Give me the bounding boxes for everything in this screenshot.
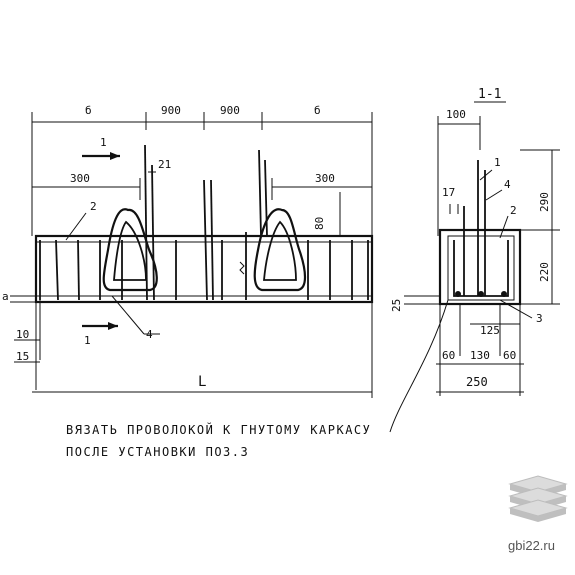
dim-220: 220 xyxy=(538,262,551,282)
dim-a: а xyxy=(2,290,9,303)
front-view: б 900 900 б 300 300 80 xyxy=(2,104,374,398)
dim-10: 10 xyxy=(16,328,29,341)
dim-17: 17 xyxy=(442,186,455,199)
pos-21: 21 xyxy=(158,158,171,171)
dim-125: 125 xyxy=(480,324,500,337)
section-view: 1-1 100 290 220 25 17 xyxy=(390,87,560,396)
stirrups xyxy=(39,232,369,301)
dim-top-b-right: б xyxy=(314,104,321,117)
section-mark-top: 1 xyxy=(82,136,120,160)
dim-60-right: 60 xyxy=(503,349,516,362)
watermark: gbi22.ru xyxy=(508,475,568,553)
svg-text:1: 1 xyxy=(100,136,107,149)
dim-top-900-left: 900 xyxy=(161,104,181,117)
watermark-text: gbi22.ru xyxy=(508,538,555,553)
rebar-dot-left xyxy=(455,291,461,297)
pos-2-front: 2 xyxy=(90,200,97,213)
dim-300-left: 300 xyxy=(70,172,90,185)
bent-frame-left xyxy=(102,208,158,292)
stacked-slabs-icon xyxy=(508,475,568,522)
rebar-dot-right xyxy=(501,291,507,297)
note-line-2: ПОСЛЕ УСТАНОВКИ ПОЗ.3 xyxy=(66,445,249,459)
bent-frame-right xyxy=(253,208,307,292)
dim-top-b-left: б xyxy=(85,104,92,117)
dim-top-900-right: 900 xyxy=(220,104,240,117)
pos-3-section: 3 xyxy=(536,312,543,325)
dim-25: 25 xyxy=(390,299,403,312)
note-leader xyxy=(389,299,449,433)
dim-80: 80 xyxy=(313,217,326,230)
section-outline xyxy=(438,228,522,306)
svg-text:1: 1 xyxy=(84,334,91,347)
section-title: 1-1 xyxy=(478,87,501,102)
dim-290: 290 xyxy=(538,192,551,212)
rebar-dot-center xyxy=(478,291,484,297)
dim-L: L xyxy=(198,374,206,390)
pos-1-section: 1 xyxy=(494,156,501,169)
lifting-loops xyxy=(144,144,268,301)
note-line-1: ВЯЗАТЬ ПРОВОЛОКОЙ К ГНУТОМУ КАРКАСУ xyxy=(66,422,371,437)
note-block: ВЯЗАТЬ ПРОВОЛОКОЙ К ГНУТОМУ КАРКАСУ ПОСЛ… xyxy=(66,422,371,459)
beam-outline xyxy=(34,234,374,304)
dim-250: 250 xyxy=(466,375,488,389)
pos-4-section: 4 xyxy=(504,178,511,191)
pos-2-section: 2 xyxy=(510,204,517,217)
section-mark-bottom: 1 xyxy=(82,322,118,347)
dim-300-right: 300 xyxy=(315,172,335,185)
dim-60-left: 60 xyxy=(442,349,455,362)
dim-15: 15 xyxy=(16,350,29,363)
dim-100: 100 xyxy=(446,108,466,121)
dim-130: 130 xyxy=(470,349,490,362)
